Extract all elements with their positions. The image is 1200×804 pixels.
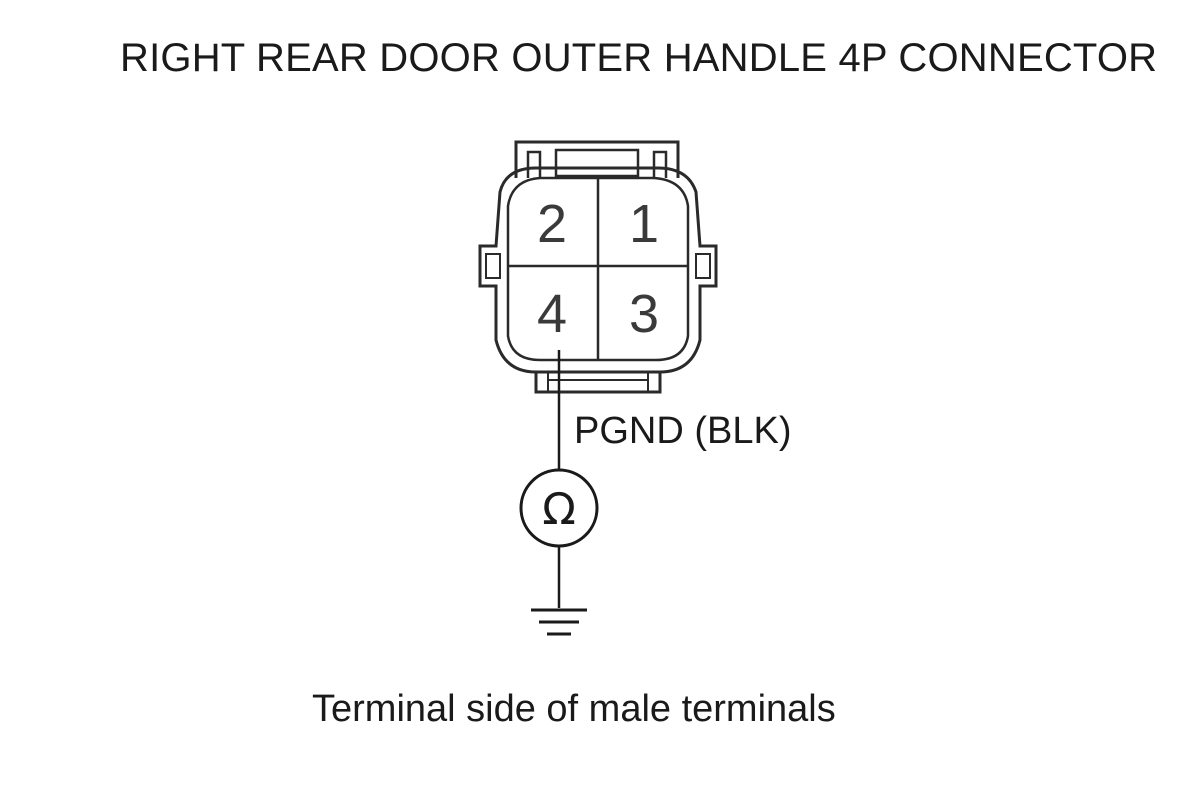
connector-right-tab: [695, 253, 711, 279]
connector-top-tab: [514, 140, 680, 178]
pin-number-3: 3: [629, 284, 659, 344]
pin-number-1: 1: [629, 194, 659, 254]
connector-top-tab-inner: [554, 148, 640, 178]
diagram-title: RIGHT REAR DOOR OUTER HANDLE 4P CONNECTO…: [120, 36, 1158, 80]
wire-label-pgnd: PGND (BLK): [574, 410, 792, 452]
pin-number-4: 4: [537, 284, 567, 344]
pin-number-2: 2: [537, 194, 567, 254]
ground-icon: [531, 608, 587, 636]
diagram-caption: Terminal side of male terminals: [312, 688, 836, 730]
ohmmeter-icon: Ω: [519, 468, 599, 548]
connector-bottom-skirt: [534, 372, 662, 394]
connector-housing-inner: [506, 176, 690, 362]
connector-top-tab-slots: [526, 150, 668, 178]
connector-left-tab: [485, 253, 501, 279]
connector-4p: [478, 140, 718, 394]
ohmmeter-symbol: Ω: [542, 484, 576, 535]
